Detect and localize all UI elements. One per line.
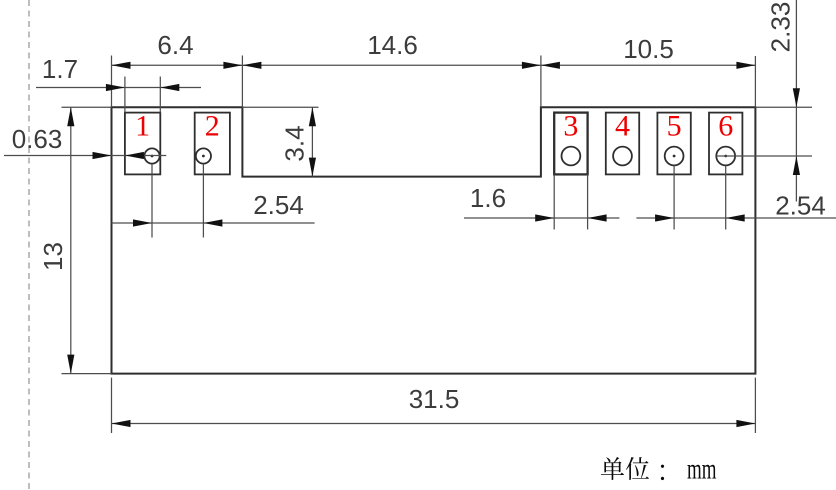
units-cjk-dan-glyph [600, 457, 625, 480]
dim-label-2_33: 2.33 [766, 2, 796, 53]
dim-label-3_4: 3.4 [280, 125, 310, 161]
arrow-31_5-right [736, 419, 756, 428]
module-body-outline-group [110, 106, 757, 375]
pads-group [124, 111, 744, 176]
arrow-1_7-right [160, 83, 180, 92]
arrow-0_63-right [124, 151, 144, 160]
arrow-14_6-left [242, 61, 262, 69]
pad-2-hole [194, 147, 212, 165]
module-body-outline [110, 106, 757, 375]
arrow-3_4-bottom [308, 157, 316, 177]
arrow-3_4-top [308, 107, 316, 127]
pin-number-6: 6 [718, 110, 733, 143]
arrow-6_4-right [223, 61, 243, 69]
extension-lines-group [61, 55, 812, 433]
pad-2-hole-center-mark [202, 154, 205, 158]
dim-label-31_5: 31.5 [409, 384, 460, 414]
pad-2 [193, 111, 231, 176]
pin-number-2: 2 [205, 110, 220, 143]
dim-label-2_54-left: 2.54 [253, 190, 304, 220]
arrow-2_54-left-a [133, 219, 152, 227]
pin-number-1: 1 [135, 110, 150, 143]
arrowheads-group [67, 61, 800, 428]
dim-label-13: 13 [38, 242, 68, 271]
pad-3 [553, 111, 589, 176]
arrow-13-bottom [67, 354, 75, 374]
arrow-2_54-right-a [655, 214, 675, 222]
arrow-13-top [67, 107, 75, 127]
arrow-1_7-left [105, 83, 125, 92]
dim-label-1_6: 1.6 [470, 183, 506, 213]
arrow-1_6-right [587, 214, 607, 222]
dim-label-6_4: 6.4 [157, 30, 193, 60]
pad-3-hole [560, 145, 582, 167]
arrow-2_54-left-b [203, 219, 223, 227]
units-cjk-wei-glyph [625, 457, 650, 480]
arrow-1_6-left [535, 214, 555, 222]
pin-number-4: 4 [615, 110, 630, 143]
units-fullwidth-colon-glyph [660, 464, 665, 481]
dim-label-1_7: 1.7 [42, 54, 78, 84]
dim-label-10_5: 10.5 [623, 34, 674, 64]
pad-5-hole [663, 145, 685, 167]
units-mm-text: mm [687, 453, 717, 486]
arrow-2_54-right-b [725, 214, 745, 222]
dimension-labels-group: 6.4 14.6 10.5 1.7 0.63 2.54 1.6 2.54 31.… [12, 2, 826, 414]
units-note-group: mm [600, 453, 717, 486]
arrow-31_5-left [111, 419, 131, 428]
arrow-14_6-right [521, 61, 541, 69]
pad-1 [124, 111, 162, 176]
arrow-10_5-right [736, 61, 756, 69]
pad-4-hole [612, 145, 633, 167]
dim-label-0_63: 0.63 [12, 124, 63, 154]
pin-number-5: 5 [667, 110, 682, 143]
pad-4 [604, 111, 641, 176]
pin-number-3: 3 [563, 110, 578, 143]
arrow-10_5-left [540, 61, 560, 69]
arrow-2_33-top [792, 88, 800, 108]
arrow-6_4-left [111, 61, 131, 69]
arrow-0_63-left [92, 151, 112, 160]
dim-label-2_54-right: 2.54 [775, 191, 826, 221]
pin-numbers-group: 1 2 3 4 5 6 [135, 110, 733, 143]
pad-5-hole-center-mark [672, 154, 676, 158]
arrow-2_33-bottom [792, 156, 800, 175]
dim-label-14_6: 14.6 [367, 30, 418, 60]
